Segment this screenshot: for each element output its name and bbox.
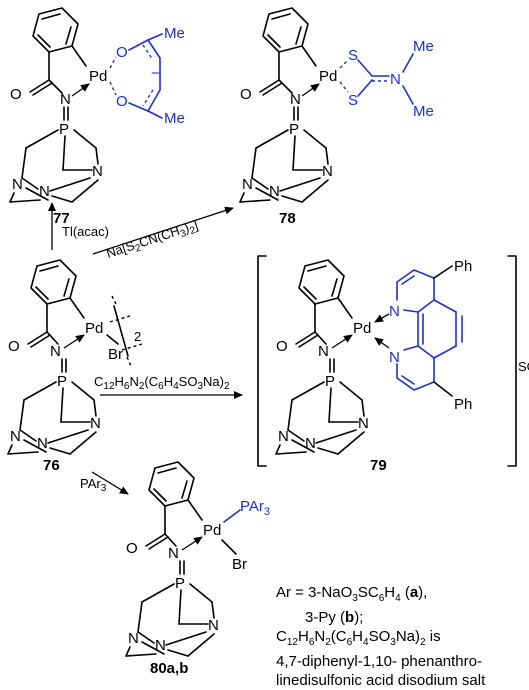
phosphorus-atom: P — [59, 121, 69, 138]
nitrogen-atom: N — [389, 349, 400, 366]
arrow-to-78 — [92, 206, 234, 255]
nitrogen-atom: N — [358, 415, 369, 432]
nitrogen-atom: N — [60, 91, 71, 108]
footnote: Ar = 3-NaO3SC6H4 (a), 3-Py (b); C12H6N2(… — [276, 583, 526, 690]
methyl-group: Me — [164, 25, 185, 42]
palladium-atom: Pd — [85, 320, 103, 337]
palladium-atom: Pd — [353, 320, 371, 337]
footnote-line: 3-Py (b); — [305, 609, 364, 626]
compound-77-label: 77 — [53, 210, 70, 227]
nitrogen-atom: N — [50, 343, 61, 360]
nitrogen-atom: N — [155, 637, 166, 654]
palladium-atom: Pd — [319, 68, 337, 85]
footnote-line: Ar = 3-NaO3SC6H4 (a), — [276, 584, 428, 604]
compound-78: O N Pd P N N N S S N Me Me — [239, 7, 434, 227]
phosphorus-atom: P — [289, 121, 299, 138]
phenyl-group: Ph — [454, 396, 472, 413]
palladium-atom: Pd — [89, 68, 107, 85]
footnote-line: 4,7-diphenyl-1,10- phenanthro- — [276, 653, 482, 670]
reagent-dtc: Na[S2CN(CH3)2] — [104, 217, 200, 264]
oxygen-atom: O — [10, 86, 22, 103]
phenyl-group: Ph — [454, 258, 472, 275]
arrow-to-80 — [91, 471, 129, 495]
compound-79-label: 79 — [370, 457, 387, 474]
bromine-atom: Br — [232, 556, 247, 573]
phosphine-ligand: PAr3 — [240, 498, 270, 518]
nitrogen-atom: N — [278, 428, 289, 445]
methyl-group: Me — [164, 110, 185, 127]
phosphorus-atom: P — [57, 373, 67, 390]
compound-76-label: 76 — [43, 457, 60, 474]
nitrogen-atom: N — [208, 617, 219, 634]
oxygen-atom: O — [276, 338, 288, 355]
nitrogen-atom: N — [39, 183, 50, 200]
nitrogen-atom: N — [269, 183, 280, 200]
nitrogen-atom: N — [305, 435, 316, 452]
phosphorus-atom: P — [175, 575, 185, 592]
footnote-line: C12H6N2(C6H4SO3Na)2 is — [276, 628, 441, 648]
sulfur-atom: S — [348, 47, 358, 64]
compound-76: O N Pd Br 2 P N N N 76 — [7, 259, 143, 474]
oxygen-atom: O — [116, 44, 128, 61]
nitrogen-atom: N — [92, 163, 103, 180]
compound-77: O N Pd P N N N O O — [9, 7, 185, 227]
nitrogen-atom: N — [168, 545, 179, 562]
nitrogen-atom: N — [37, 435, 48, 452]
compound-78-label: 78 — [279, 210, 296, 227]
nitrogen-atom: N — [128, 630, 139, 647]
oxygen-atom: O — [116, 93, 128, 110]
sulfonate-anion: SO3− — [518, 357, 529, 378]
nitrogen-atom: N — [90, 415, 101, 432]
negative-charge: − — [151, 65, 160, 82]
reagent-par3: PAr3 — [80, 476, 107, 494]
oxygen-atom: O — [8, 338, 20, 355]
nitrogen-atom: N — [10, 428, 21, 445]
nitrogen-atom: N — [389, 303, 400, 320]
footnote-line: linedisulfonic acid disodium salt — [276, 672, 486, 689]
nitrogen-atom: N — [242, 176, 253, 193]
nitrogen-atom: N — [390, 71, 401, 88]
phosphorus-atom: P — [325, 373, 335, 390]
reagent-phen: C12H6N2(C6H4SO3Na)2 — [94, 374, 230, 392]
compound-80: O N Pd PAr3 Br P N N N 80a,b — [125, 461, 270, 677]
nitrogen-atom: N — [318, 343, 329, 360]
reagent-tlacac: Tl(acac) — [62, 224, 109, 239]
bromine-atom: Br — [108, 346, 123, 363]
methyl-group: Me — [413, 38, 434, 55]
nitrogen-atom: N — [12, 176, 23, 193]
sulfur-atom: S — [348, 92, 358, 109]
compound-79: SO3− O N Pd P N N N N N — [257, 255, 529, 474]
oxygen-atom: O — [240, 86, 252, 103]
nitrogen-atom: N — [322, 163, 333, 180]
methyl-group: Me — [413, 103, 434, 120]
compound-80-label: 80a,b — [150, 660, 188, 677]
palladium-atom: Pd — [203, 522, 221, 539]
oxygen-atom: O — [126, 540, 138, 557]
nitrogen-atom: N — [290, 91, 301, 108]
dimer-subscript: 2 — [134, 329, 141, 344]
